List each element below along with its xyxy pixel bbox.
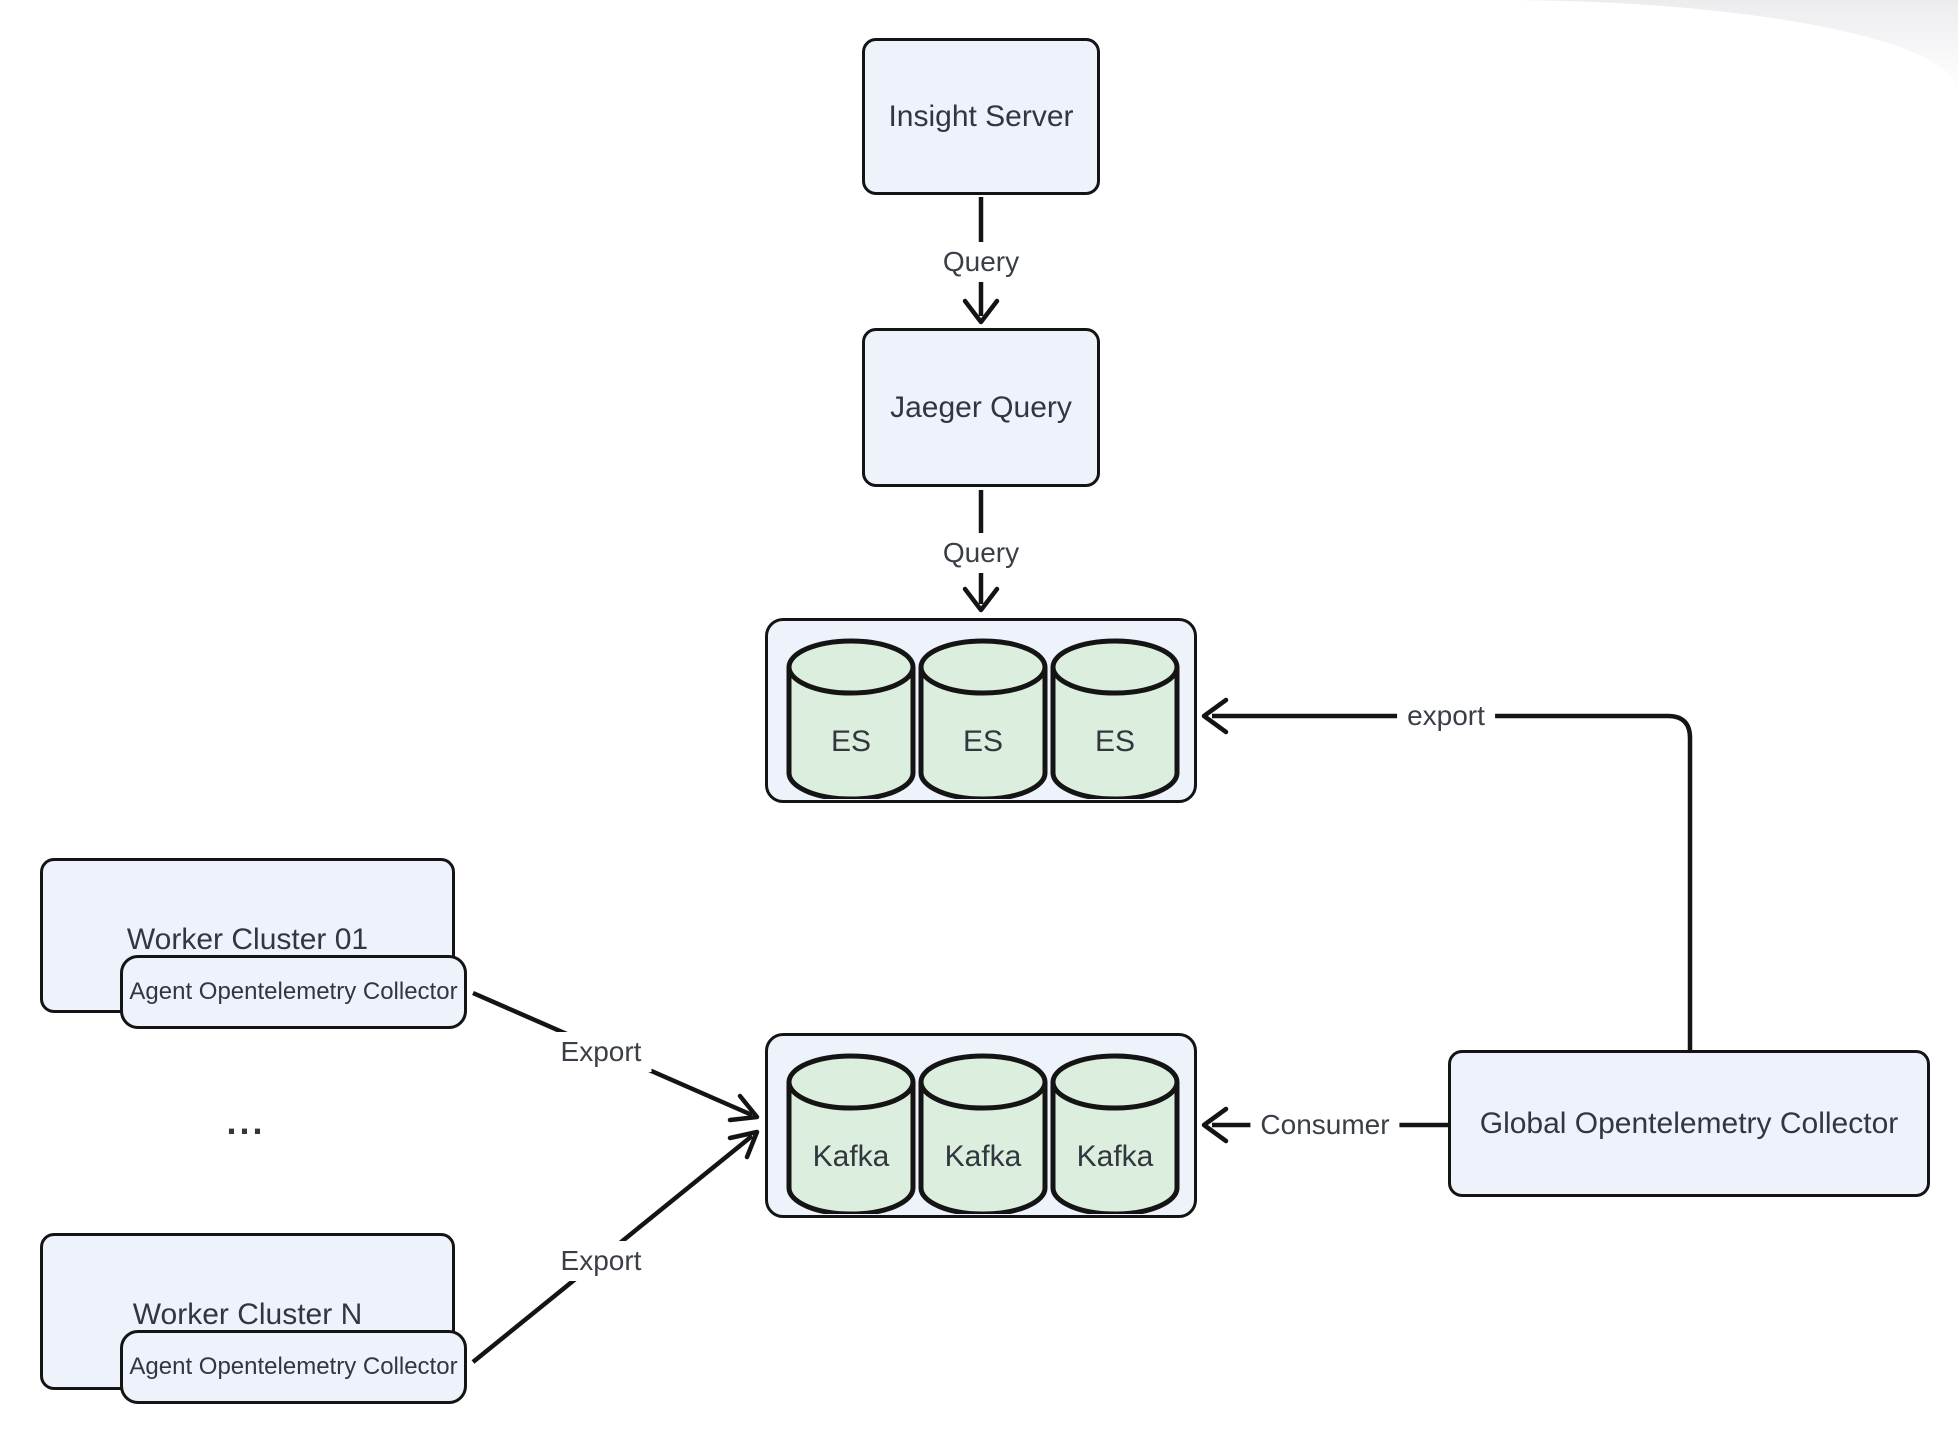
kafka-node-label: Kafka <box>1076 1140 1154 1173</box>
edge-export-global-to-es <box>1201 697 1693 1051</box>
database-cylinder-icon <box>1050 638 1180 802</box>
insight-server-label: Insight Server <box>888 99 1074 133</box>
database-cylinder-icon <box>918 638 1048 802</box>
canvas-rounded-corner <box>1500 0 1958 92</box>
edge-label-consumer: Consumer <box>1250 1105 1400 1145</box>
node-insight-server: Insight Server <box>862 38 1100 195</box>
node-global-otel-collector: Global Opentelemetry Collector <box>1448 1050 1930 1197</box>
es-node-label: ES <box>830 725 872 758</box>
kafka-node-label: Kafka <box>944 1140 1022 1173</box>
jaeger-query-label: Jaeger Query <box>890 390 1072 424</box>
edge-label-query-1: Query <box>932 242 1030 282</box>
node-agent-collector-n: Agent Opentelemetry Collector <box>120 1330 467 1404</box>
edge-label-export-right: export <box>1397 696 1495 736</box>
edge-label-export-top: Export <box>550 1032 652 1072</box>
kafka-node-label: Kafka <box>812 1140 890 1173</box>
es-node-label: ES <box>962 725 1004 758</box>
database-cylinder-icon <box>786 638 916 802</box>
node-kafka-cluster: Kafka Kafka Kafka <box>765 1033 1197 1218</box>
page-corner-shade <box>1500 0 1958 92</box>
database-cylinder-icon <box>918 1053 1048 1217</box>
worker-cluster-n-label: Worker Cluster N <box>132 1298 363 1331</box>
kafka-cylinders <box>786 1053 1180 1217</box>
agent-collector-01-label: Agent Opentelemetry Collector <box>129 978 458 1005</box>
global-otel-collector-label: Global Opentelemetry Collector <box>1479 1106 1899 1140</box>
agent-collector-n-label: Agent Opentelemetry Collector <box>129 1353 458 1380</box>
node-jaeger-query: Jaeger Query <box>862 328 1100 487</box>
edge-label-export-bottom: Export <box>550 1241 652 1281</box>
worker-clusters-ellipsis: ... <box>226 1101 266 1142</box>
node-es-cluster: ES ES ES <box>765 618 1197 803</box>
database-cylinder-icon <box>786 1053 916 1217</box>
worker-cluster-01-label: Worker Cluster 01 <box>126 923 369 956</box>
edge-label-query-2: Query <box>932 533 1030 573</box>
database-cylinder-icon <box>1050 1053 1180 1217</box>
node-agent-collector-01: Agent Opentelemetry Collector <box>120 955 467 1029</box>
es-cylinders <box>786 638 1180 802</box>
es-node-label: ES <box>1094 725 1136 758</box>
